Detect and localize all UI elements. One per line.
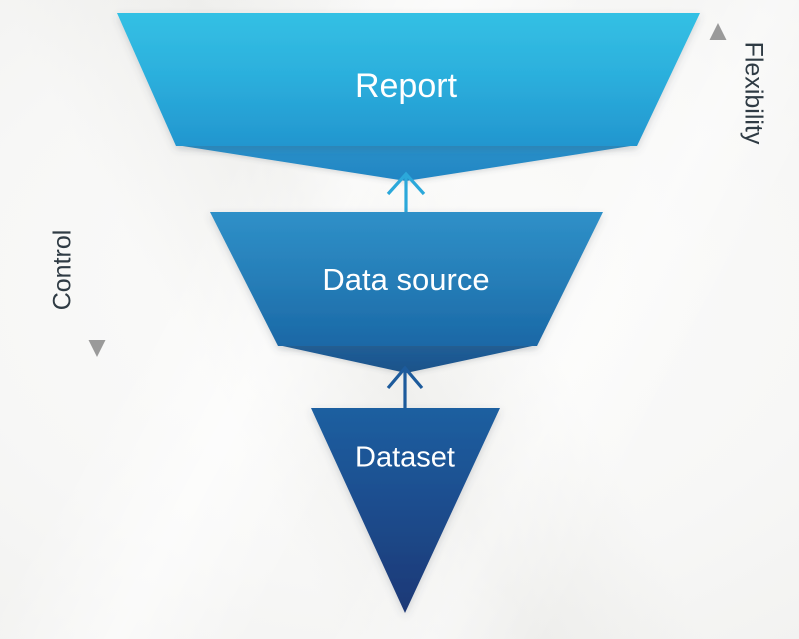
control-axis: Control — [49, 20, 106, 357]
flexibility-axis-label: Flexibility — [739, 42, 767, 145]
funnel-stage-data-source[interactable]: Data source — [210, 212, 603, 373]
report-body — [117, 13, 700, 146]
data-source-fold — [278, 345, 537, 373]
data-source-body — [210, 212, 603, 346]
flexibility-axis: Flexibility — [709, 23, 767, 355]
control-axis-label: Control — [49, 230, 77, 311]
control-axis-arrowhead-down — [88, 340, 106, 357]
funnel-stage-dataset[interactable]: Dataset — [311, 408, 500, 613]
data-source-label: Data source — [322, 262, 489, 297]
dataset-label: Dataset — [355, 442, 455, 474]
report-fold — [176, 145, 637, 181]
report-label: Report — [355, 67, 458, 105]
flow-arrow-dataset-to-data-source — [386, 365, 424, 409]
flexibility-axis-arrowhead-up — [709, 23, 727, 40]
dataset-body — [311, 408, 500, 613]
flow-arrow-data-source-to-report — [386, 171, 426, 213]
funnel-stage-report[interactable]: Report — [117, 13, 700, 181]
